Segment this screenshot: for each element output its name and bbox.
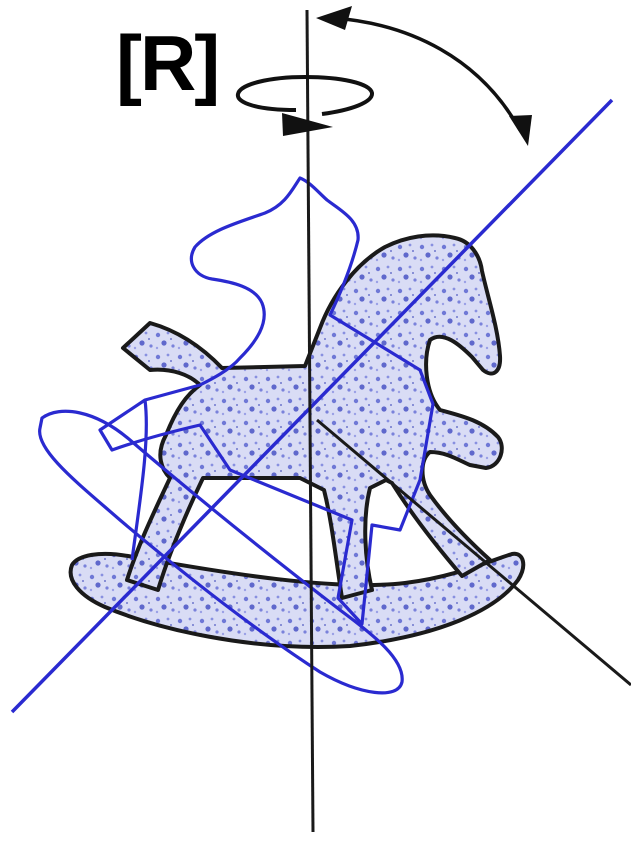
figure-label: [R]	[116, 24, 218, 102]
curved-double-arrow-icon	[316, 6, 532, 146]
circular-rotation-arrow-icon	[238, 77, 372, 136]
